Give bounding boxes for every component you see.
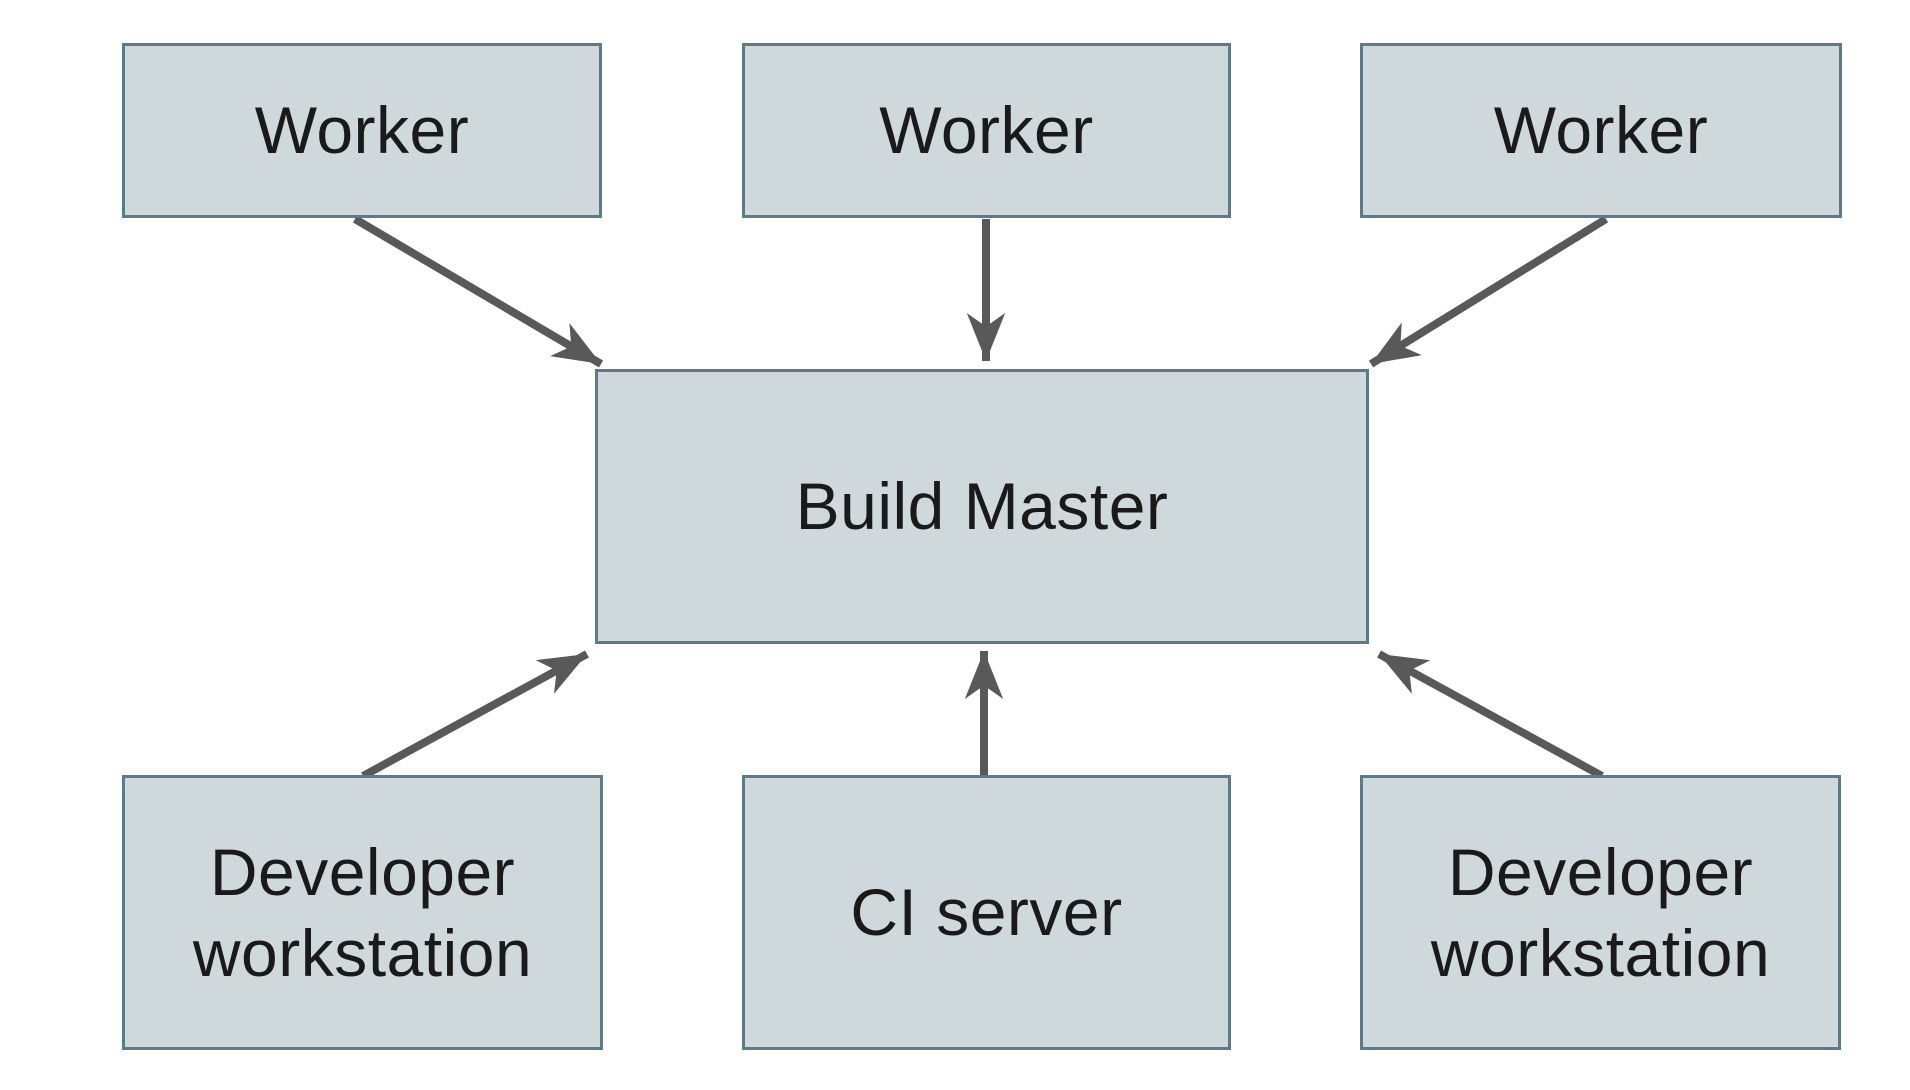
edge-worker-left-build-master: [352, 215, 604, 368]
node-ci-server: CI server: [742, 775, 1231, 1050]
edge-developer-left-build-master: [361, 650, 589, 780]
node-developer-workstation-left: Developer workstation: [122, 775, 603, 1050]
node-ci-server-label: CI server: [850, 875, 1123, 950]
node-worker-middle: Worker: [742, 43, 1231, 218]
node-developer-workstation-right: Developer workstation: [1360, 775, 1841, 1050]
node-worker-left: Worker: [122, 43, 602, 218]
node-build-master: Build Master: [595, 369, 1369, 644]
node-worker-right: Worker: [1360, 43, 1842, 218]
edge-worker-right-build-master: [1368, 215, 1609, 368]
node-build-master-label: Build Master: [795, 469, 1169, 544]
node-worker-left-label: Worker: [254, 93, 470, 168]
node-developer-workstation-left-label: Developer workstation: [192, 834, 533, 990]
node-worker-right-label: Worker: [1493, 93, 1709, 168]
edge-developer-right-build-master: [1377, 650, 1604, 780]
node-developer-workstation-right-label: Developer workstation: [1430, 834, 1771, 990]
node-worker-middle-label: Worker: [879, 93, 1094, 168]
